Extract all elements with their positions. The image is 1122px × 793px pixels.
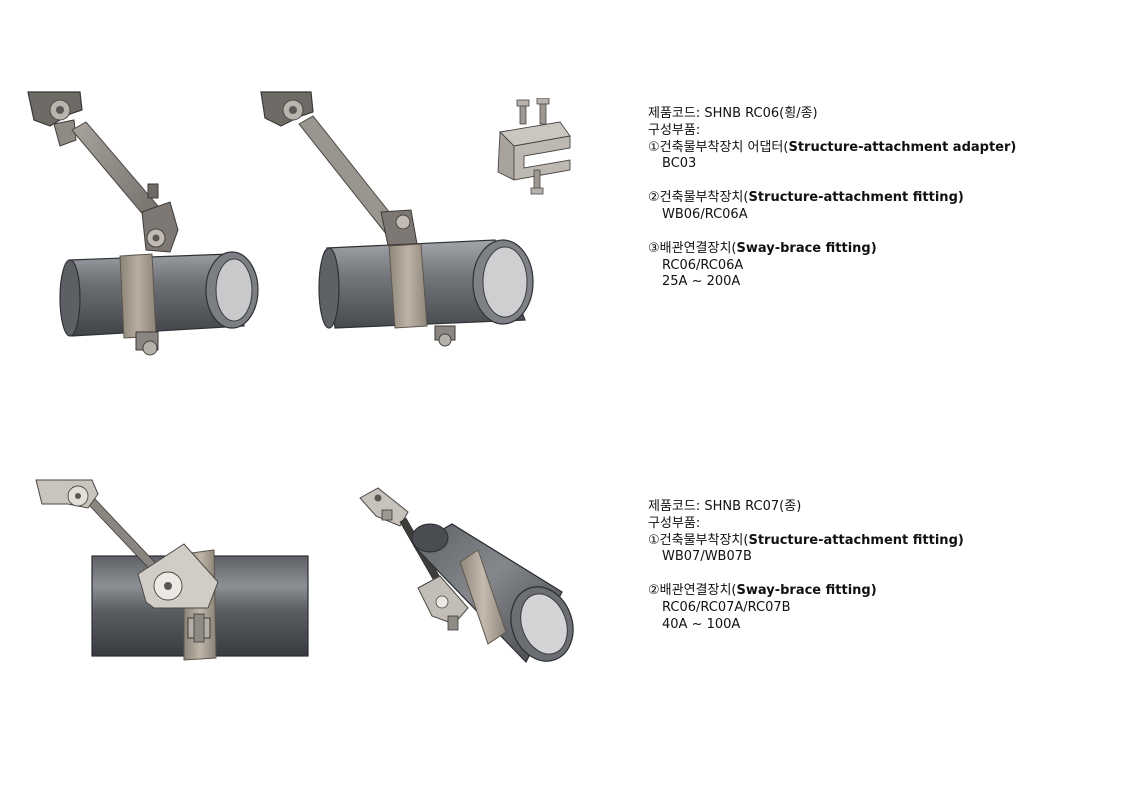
rc06-transverse-assembly-illustration (27, 91, 259, 356)
top-bracket-icon (35, 479, 99, 509)
rc07-side-view-illustration (35, 479, 309, 661)
pipe-icon (59, 251, 259, 337)
part-1-title: ①건축물부착장치 어댑터(Structure-attachment adapte… (648, 139, 1017, 155)
parts-label: 구성부품: (648, 122, 701, 138)
parts-label: 구성부품: (648, 515, 701, 531)
part-3-size-range: 25A ~ 200A (662, 274, 741, 290)
sway-brace-fitting-icon (141, 183, 179, 253)
sway-brace-fitting-icon (417, 575, 469, 631)
clamp-band-icon (119, 253, 157, 339)
spec-block-rc06: 제품코드: SHNB RC06(횡/종) 구성부품: ①건축물부착장치 어댑터(… (648, 106, 1016, 291)
part-2-size-range: 40A ~ 100A (662, 616, 741, 632)
product-code: 제품코드: SHNB RC07(종) (648, 499, 802, 514)
clamp-band-icon (388, 243, 428, 329)
product-code: 제품코드: SHNB RC06(횡/종) (648, 106, 818, 121)
rc06-longitudinal-assembly-illustration (260, 91, 534, 347)
spec-block-rc07: 제품코드: SHNB RC07(종) 구성부품: ①건축물부착장치(Struct… (648, 499, 964, 634)
part-1-model: WB07/WB07B (662, 549, 752, 565)
beam-clamp-adapter-icon (497, 98, 571, 195)
part-1-model: BC03 (662, 156, 697, 172)
part-3-model: RC06/RC06A (662, 257, 744, 273)
top-bracket-icon (27, 91, 83, 147)
pipe-icon (318, 239, 534, 329)
clamp-band-icon (459, 549, 507, 645)
part-3-title: ③배관연결장치(Sway-brace fitting) (648, 240, 877, 256)
part-1-title: ①건축물부착장치(Structure-attachment fitting) (648, 532, 964, 548)
bolt-icon (135, 331, 159, 356)
sway-brace-fitting-icon (380, 209, 418, 251)
part-2-title: ②배관연결장치(Sway-brace fitting) (648, 583, 877, 599)
top-bracket-icon (260, 91, 314, 127)
part-2-model: RC06/RC07A/RC07B (662, 599, 791, 615)
top-bracket-icon (359, 487, 409, 527)
bolt-icon (434, 325, 456, 347)
sway-brace-fitting-icon (137, 543, 219, 609)
rc07-isometric-illustration (359, 487, 574, 664)
part-2-model: WB06/RC06A (662, 206, 748, 222)
bc03-adapter-illustration (497, 98, 571, 195)
bolt-icon (187, 613, 211, 643)
part-2-title: ②건축물부착장치(Structure-attachment fitting) (648, 190, 964, 206)
